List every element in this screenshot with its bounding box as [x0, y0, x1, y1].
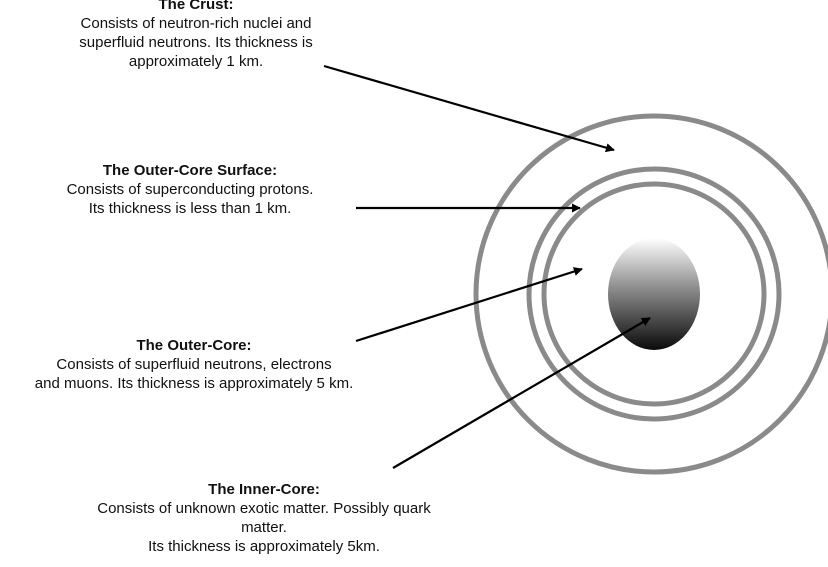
outer-core-text-line: and muons. Its thickness is approximatel… — [0, 374, 388, 393]
outer-core-title: The Outer-Core: — [0, 336, 388, 355]
crust-text-line: superfluid neutrons. Its thickness is — [40, 33, 352, 52]
crust-text-line: Consists of neutron-rich nuclei and — [40, 14, 352, 33]
outer-core-label: The Outer-Core: Consists of superfluid n… — [0, 336, 388, 393]
outer-core-surface-title: The Outer-Core Surface: — [30, 161, 350, 180]
outer-core-surface-label: The Outer-Core Surface: Consists of supe… — [30, 161, 350, 218]
crust-text-line: approximately 1 km. — [40, 52, 352, 71]
inner-core-text-line: Its thickness is approximately 5km. — [60, 537, 468, 556]
crust-label: The Crust: Consists of neutron-rich nucl… — [40, 0, 352, 71]
inner-core-text-line: matter. — [60, 518, 468, 537]
crust-title: The Crust: — [40, 0, 352, 14]
inner-core-text-line: Consists of unknown exotic matter. Possi… — [60, 499, 468, 518]
outer-core-text-line: Consists of superfluid neutrons, electro… — [0, 355, 388, 374]
inner-core-label: The Inner-Core: Consists of unknown exot… — [60, 480, 468, 556]
outer-core-surface-text-line: Consists of superconducting protons. — [30, 180, 350, 199]
outer-core-surface-text-line: Its thickness is less than 1 km. — [30, 199, 350, 218]
inner-core-title: The Inner-Core: — [60, 480, 468, 499]
crust-arrow — [324, 66, 614, 150]
